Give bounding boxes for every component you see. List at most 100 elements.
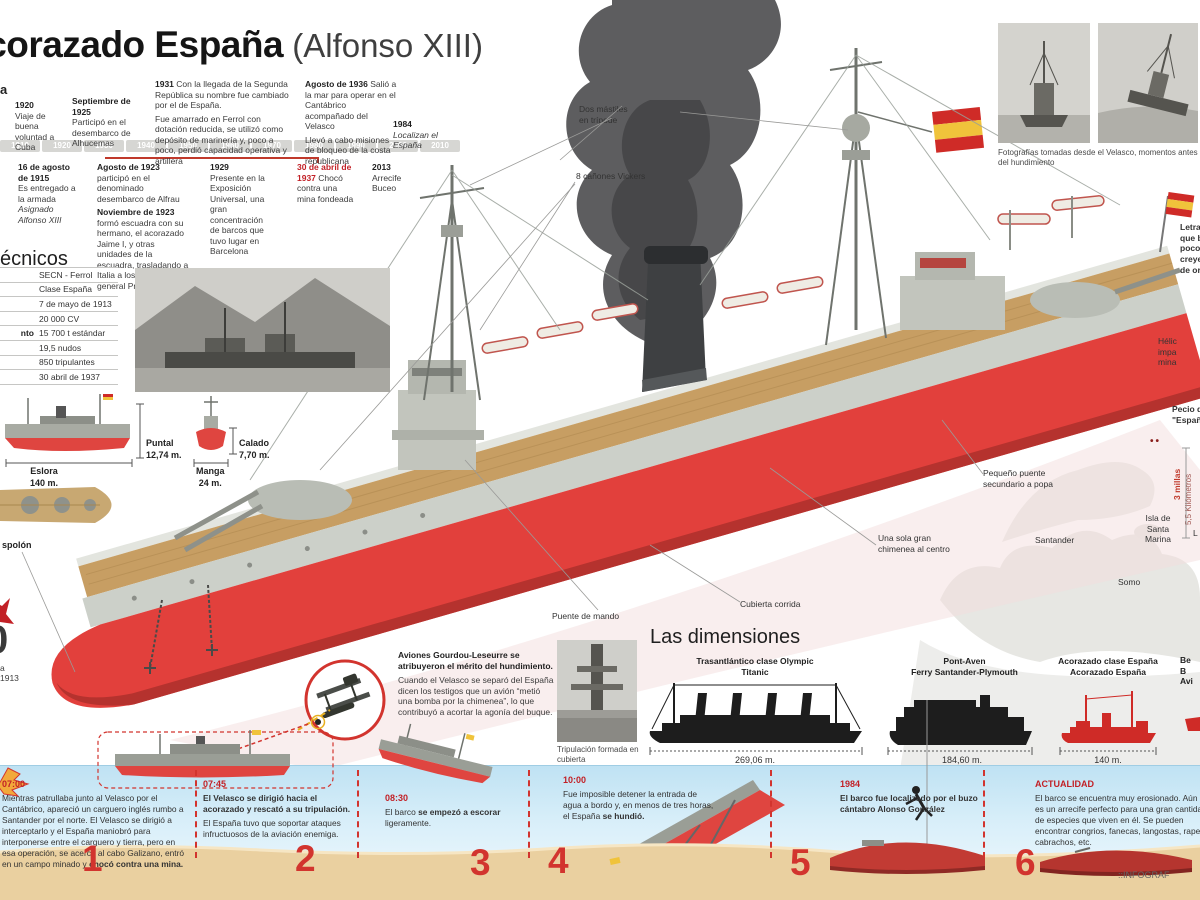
photos-caption: Fotografías tomadas desde el Velasco, mo… [998,148,1198,167]
callout-cubierta: Cubierta corrida [740,599,801,609]
fragment-red-ship [1185,717,1200,731]
entry-text: Arrecife Buceo [372,172,402,194]
entry-text: Con la llegada de la Segunda República s… [155,79,289,111]
step-separator-2 [357,770,359,858]
decade-1950: 1950 [168,140,208,152]
step-number-2: 2 [295,838,316,879]
timeline-entry-1929: 1929 Presente en la Exposición Universal… [210,162,274,257]
entry-date: 30 de abril de 1937 [297,162,352,183]
step-text: Fue imposible detener la entrada de agua… [563,788,714,822]
entry-date: Septiembre de 1925 [72,96,131,117]
entry-date-2: Noviembre de 1923 [97,207,175,218]
callout-canones: 8 cañones Vickers [576,171,646,181]
step-number-6: 6 [1015,842,1036,883]
step6-eroded-wreck [1040,847,1192,876]
decade-1960: 1960 [210,140,250,152]
timeline-entry-1920: 1920 Viaje de buena voluntad a Cuba [15,100,67,153]
right-fragment-pecio: Pecio d "Españ [1172,404,1200,425]
step-3-time: 08:30 [385,793,409,803]
specs-table: SECN - Ferrol Clase España 7 de mayo de … [0,267,118,385]
entry-date: 2013 [372,162,391,172]
timeline-red-tick [317,157,319,163]
timeline-entry-1915: 16 de agosto de 1915 Es entregado a la a… [18,162,78,225]
dim-line2: Titanic [741,666,769,677]
step-separator-1 [195,770,197,858]
entry-text-2: Llevó a cabo misiones de bloqueo de la c… [305,134,391,166]
timeline-entry-1984: 1984 Localizan el España [393,119,455,151]
espana-silhouette [1061,691,1156,743]
aft-structures [900,195,1181,330]
photo-tripulacion-caption: Tripulación formada en cubierta [557,745,639,764]
calado-measure: Calado 7,70 m. [239,438,270,461]
step-3-text: 08:30 El barco se empezó a escorar liger… [385,793,515,829]
step-5-time: 1984 [840,779,861,789]
step-text-bold: se hundió. [602,811,645,822]
entry-text: Es entregado a la armada [18,183,76,204]
manga-label: Manga [196,466,225,476]
left-fragment-a: a [0,663,5,673]
timeline-entry-2013: 2013 Arrecife Buceo [372,162,410,194]
dimensions-heading: Las dimensiones [650,626,801,648]
measure-brackets [5,403,237,467]
pont-aven-silhouette [889,695,1032,745]
step-text-tail: ligeramente. [385,817,432,828]
photo-tripulacion-content [557,640,637,742]
decade-1930: 1930 [84,140,124,152]
callout-mastiles: Dos mástiles en trípode [579,104,628,125]
pecio-marker-icon: •• [1150,436,1162,447]
decade-1980: 1980 [294,140,334,152]
spec-row: 30 abril de 1937 [0,370,118,385]
manga-measure: Manga 24 m. [196,466,225,489]
step4-flag-icon [609,857,621,865]
spain-flag-icon [932,106,985,153]
step-text: Mientras patrullaba junto al Velasco por… [2,792,185,870]
dim-ship-2-length: 184,60 m. [941,755,983,765]
callout-puente-mando: Puente de mando [552,611,620,621]
spec-row: SECN - Ferrol [0,268,118,283]
step-6-time: ACTUALIDAD [1035,779,1094,789]
step-5-text: 1984 El barco fue localizado por el buzo… [840,779,1000,815]
step1-ship [0,730,334,797]
step-6-text: ACTUALIDAD El barco se encuentra muy ero… [1035,779,1200,848]
entry-date: 1984 [393,119,412,129]
dim-line1: Trasantlántico clase Olympic [696,656,814,666]
puntal-value: 12,74 m. [146,449,182,460]
left-fragment-1913: 1913 [0,673,19,683]
decade-1940: 1940 [126,140,166,152]
spec-row: 850 tripulantes [0,356,118,371]
dim-ship-2-label: Pont-Aven Ferry Santander-Plymouth [892,656,1037,677]
step-text: El barco [385,806,419,817]
step-separator-4 [770,770,772,858]
step-text-bold: El barco fue localizado por el buzo cánt… [840,792,978,814]
dim-ship-1-length: 269,06 m. [734,755,776,765]
smoke-inner [611,100,710,320]
credit-text: ::INFOGRAF [1118,870,1170,880]
stern-flag-icon [1159,192,1195,253]
photo-velasco-1 [998,23,1090,143]
step-2-text: 07:45 El Velasco se dirigió hacia el aco… [203,779,351,840]
dim-line2: Ferry Santander-Plymouth [911,666,1018,677]
specs-heading: écnicos [0,248,68,270]
entry-text: participó en el denominado desembarco de… [97,172,180,204]
decade-1920: 1920 [42,140,82,152]
distance-millas: 3 millas [1172,468,1182,500]
dim-ship-3-length: 140 m. [1094,755,1122,765]
dim-line1: Pont-Aven [943,656,986,666]
spec-value: SECN - Ferrol [39,269,93,280]
eslora-value: 140 m. [30,477,59,488]
spec-value: 850 tripulantes [39,357,95,368]
decade-1970: 1970 [252,140,292,152]
spec-label-fragment: nto [20,328,34,339]
right-fragment-helice: Hélic impa mina [1158,336,1177,368]
spec-row: 19,5 nudos [0,341,118,356]
title-main: Acorazado España [0,24,284,65]
step-1-time: 07:00 [2,779,26,789]
spec-value: 20 000 CV [39,313,80,324]
ship-side-view [5,394,130,451]
page-title: Acorazado España (Alfonso XIII) [0,24,483,66]
eslora-measure: Eslora 140 m. [30,466,58,489]
funnel [642,246,708,392]
section-heading-fragment: a [0,82,8,97]
dimension-silhouettes [649,683,1200,755]
spec-value: 19,5 nudos [39,342,82,353]
